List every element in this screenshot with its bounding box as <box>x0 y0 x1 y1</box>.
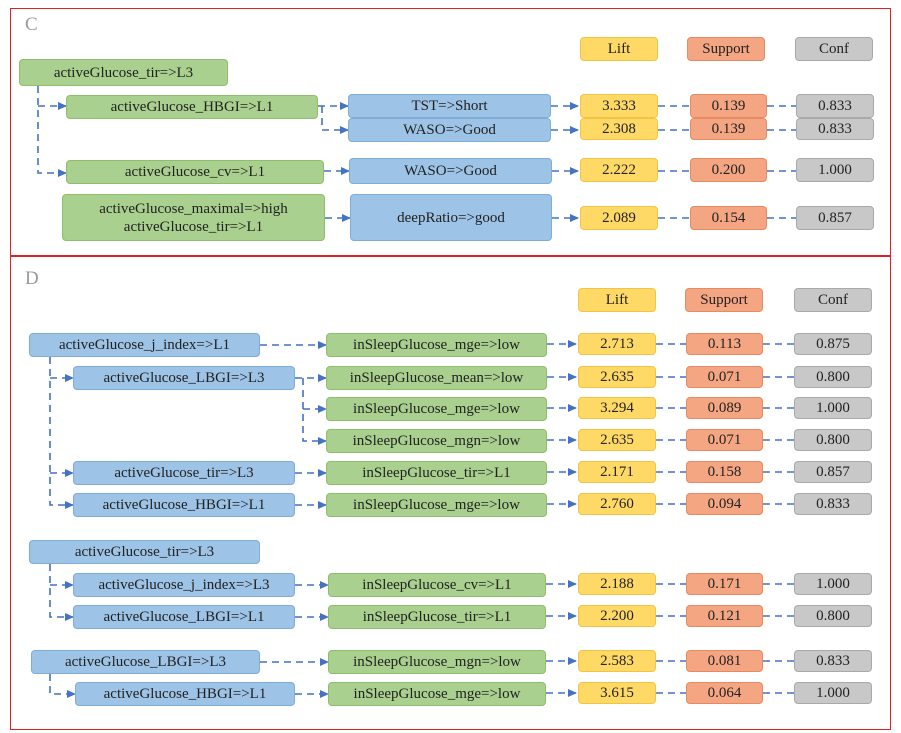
antecedent-node: activeGlucose_LBGI=>L1 <box>73 605 295 629</box>
consequent-node: inSleepGlucose_mean=>low <box>326 366 547 390</box>
consequent-node: inSleepGlucose_mge=>low <box>326 397 547 421</box>
antecedent-node: activeGlucose_HBGI=>L1 <box>75 682 295 706</box>
antecedent-node: activeGlucose_cv=>L1 <box>66 160 324 184</box>
connector-line <box>302 378 327 445</box>
lift-header: Lift <box>578 288 656 312</box>
lift-value: 2.635 <box>578 366 656 388</box>
antecedent-node: activeGlucose_j_index=>L1 <box>29 333 260 357</box>
lift-value: 3.294 <box>578 397 656 419</box>
connector-line <box>49 564 74 621</box>
lift-value: 2.760 <box>578 493 656 515</box>
antecedent-node: activeGlucose_maximal=>high activeGlucos… <box>62 194 325 241</box>
panel-d-letter: D <box>25 268 39 289</box>
support-value: 0.081 <box>686 650 763 672</box>
support-value: 0.139 <box>690 118 767 140</box>
support-value: 0.113 <box>686 333 763 355</box>
conf-value: 0.875 <box>794 333 872 355</box>
support-header: Support <box>687 37 765 61</box>
lift-header: Lift <box>580 37 658 61</box>
lift-value: 2.188 <box>578 573 656 595</box>
support-value: 0.154 <box>690 206 767 230</box>
lift-value: 2.200 <box>578 605 656 627</box>
conf-value: 0.800 <box>794 605 872 627</box>
lift-value: 3.333 <box>580 94 658 118</box>
conf-value: 0.800 <box>794 366 872 388</box>
support-value: 0.121 <box>686 605 763 627</box>
conf-value: 1.000 <box>794 397 872 419</box>
antecedent-node: activeGlucose_tir=>L3 <box>29 540 260 564</box>
conf-value: 0.833 <box>794 650 872 672</box>
conf-value: 1.000 <box>796 158 874 182</box>
support-value: 0.139 <box>690 94 767 118</box>
conf-value: 0.857 <box>794 461 872 483</box>
support-value: 0.158 <box>686 461 763 483</box>
consequent-node: inSleepGlucose_mge=>low <box>326 493 547 517</box>
antecedent-node: activeGlucose_HBGI=>L1 <box>73 493 295 517</box>
antecedent-node: activeGlucose_HBGI=>L1 <box>66 95 318 119</box>
consequent-node: inSleepGlucose_mge=>low <box>326 333 547 357</box>
antecedent-node: activeGlucose_j_index=>L3 <box>73 573 295 597</box>
panel-d <box>10 256 891 730</box>
connector-line <box>49 674 76 698</box>
conf-header: Conf <box>794 288 872 312</box>
consequent-node: WASO=>Good <box>349 158 552 184</box>
lift-value: 2.635 <box>578 429 656 451</box>
antecedent-node: activeGlucose_tir=>L3 <box>73 461 295 485</box>
lift-value: 2.089 <box>580 206 658 230</box>
antecedent-node: activeGlucose_tir=>L3 <box>19 59 228 86</box>
consequent-node: inSleepGlucose_mgn=>low <box>326 429 547 453</box>
lift-value: 2.171 <box>578 461 656 483</box>
conf-value: 1.000 <box>794 573 872 595</box>
connector-line <box>49 357 74 509</box>
support-value: 0.064 <box>686 682 763 704</box>
antecedent-node: activeGlucose_LBGI=>L3 <box>73 366 295 390</box>
conf-value: 0.857 <box>796 206 874 230</box>
support-value: 0.200 <box>690 158 767 182</box>
conf-header: Conf <box>795 37 873 61</box>
conf-value: 0.833 <box>794 493 872 515</box>
consequent-node: deepRatio=>good <box>350 194 552 241</box>
connector-line <box>321 106 349 134</box>
conf-value: 1.000 <box>794 682 872 704</box>
panel-c-letter: C <box>25 14 38 35</box>
conf-value: 0.800 <box>794 429 872 451</box>
support-value: 0.171 <box>686 573 763 595</box>
support-value: 0.071 <box>686 366 763 388</box>
connector-line <box>37 86 67 177</box>
consequent-node: inSleepGlucose_cv=>L1 <box>328 573 546 597</box>
support-value: 0.071 <box>686 429 763 451</box>
support-value: 0.094 <box>686 493 763 515</box>
consequent-node: TST=>Short <box>348 94 551 118</box>
consequent-node: inSleepGlucose_mgn=>low <box>328 650 546 674</box>
consequent-node: inSleepGlucose_mge=>low <box>328 682 546 706</box>
lift-value: 2.713 <box>578 333 656 355</box>
support-value: 0.089 <box>686 397 763 419</box>
consequent-node: inSleepGlucose_tir=>L1 <box>326 461 547 485</box>
lift-value: 2.308 <box>580 118 658 140</box>
consequent-node: inSleepGlucose_tir=>L1 <box>328 605 546 629</box>
conf-value: 0.833 <box>796 118 874 140</box>
lift-value: 2.222 <box>580 158 658 182</box>
conf-value: 0.833 <box>796 94 874 118</box>
lift-value: 3.615 <box>578 682 656 704</box>
panel-c <box>10 8 891 256</box>
lift-value: 2.583 <box>578 650 656 672</box>
support-header: Support <box>685 288 763 312</box>
consequent-node: WASO=>Good <box>348 118 551 142</box>
antecedent-node: activeGlucose_LBGI=>L3 <box>31 650 260 674</box>
